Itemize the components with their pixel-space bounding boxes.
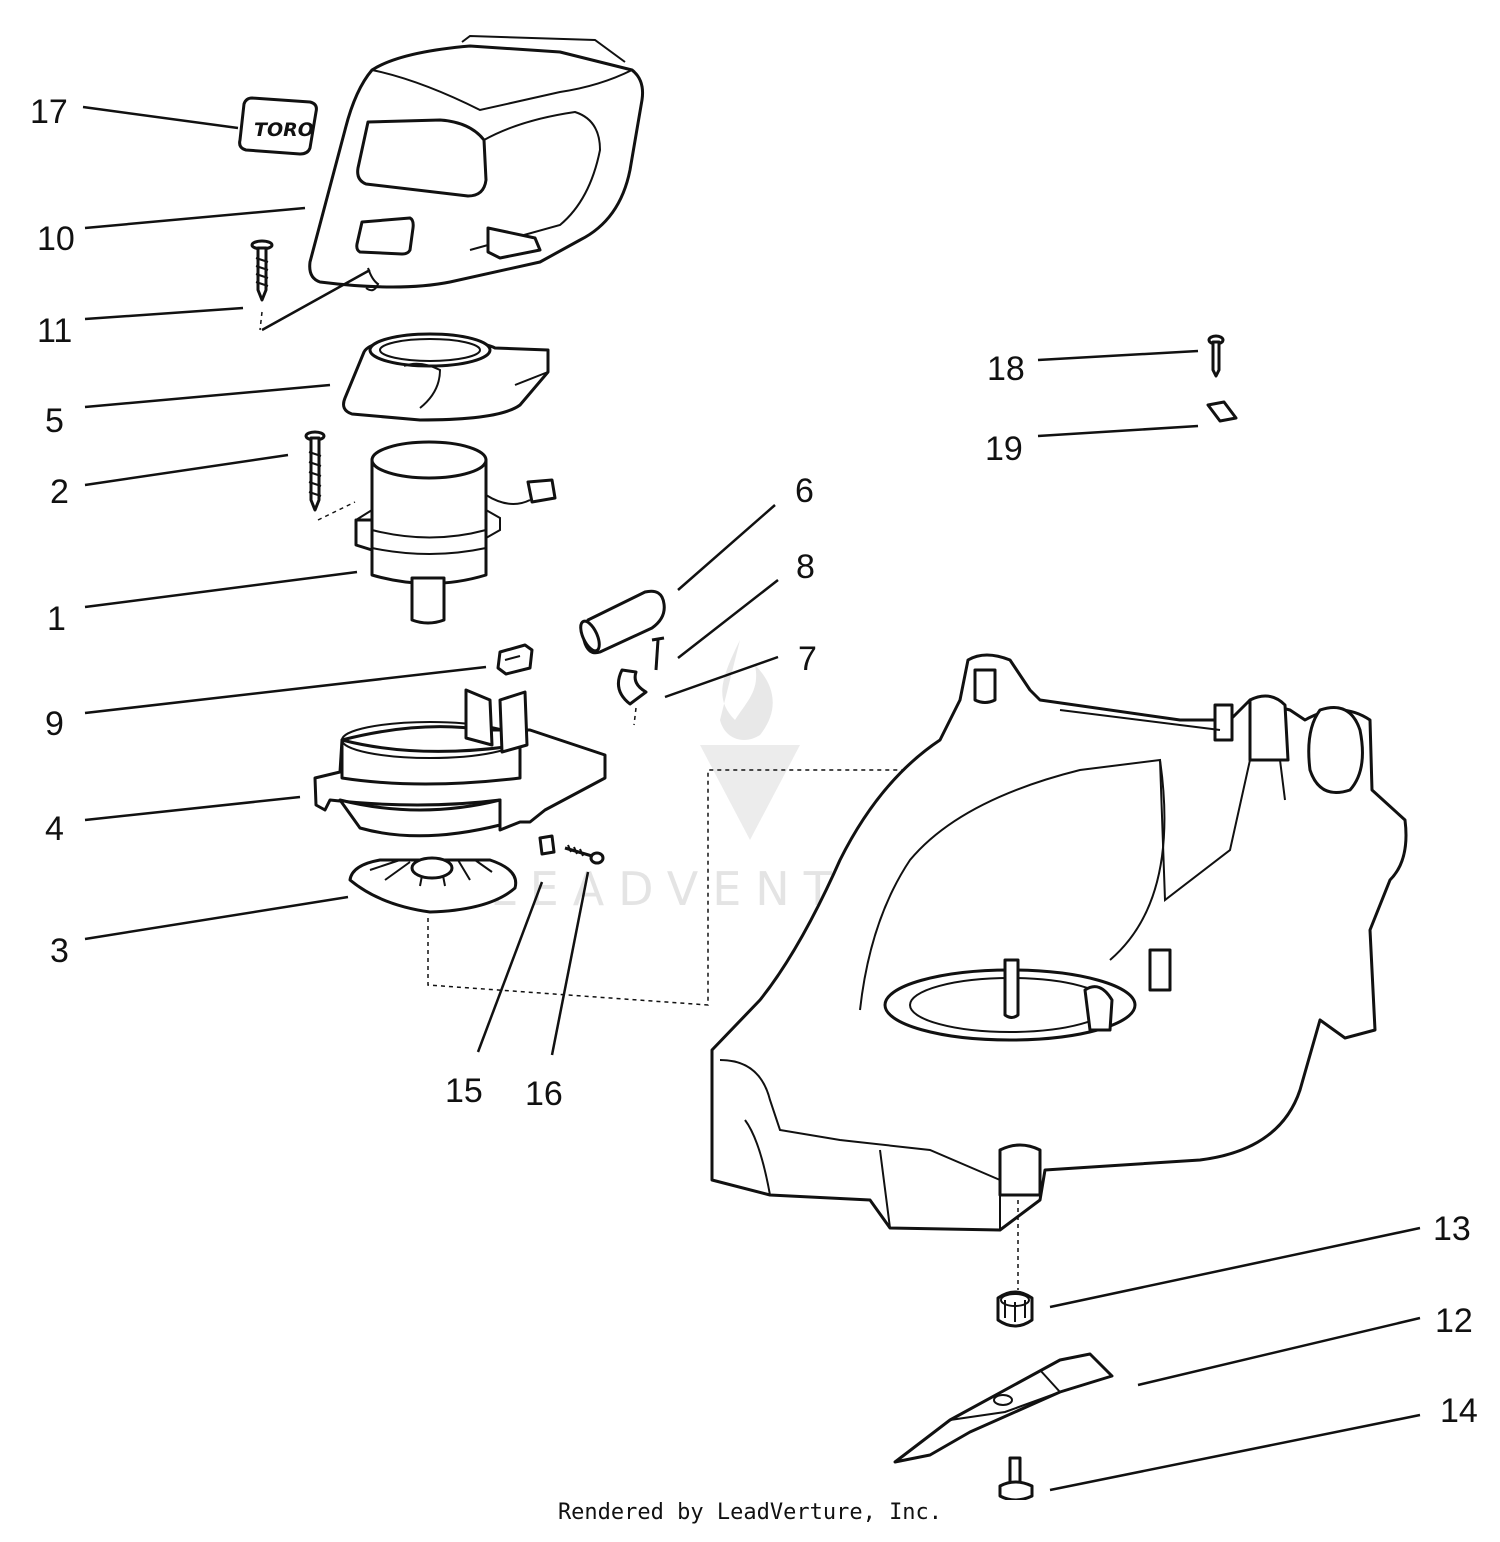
part-motor-cover	[342, 332, 550, 422]
part-blade	[893, 1352, 1114, 1464]
render-credit: Rendered by LeadVerture, Inc.	[557, 1500, 943, 1525]
part-fan	[348, 856, 518, 914]
callout-16: 16	[525, 1075, 563, 1113]
part-motor-screw	[304, 430, 356, 521]
callout-labels: 17 10 11 5 2 1 9 4 3 15 16 6 8 7 18 19 1…	[30, 93, 1478, 1430]
callout-3: 3	[50, 932, 69, 970]
part-capacitor	[579, 589, 666, 655]
callout-11: 11	[37, 312, 72, 350]
logo-badge-text: TORO	[254, 119, 314, 141]
leader-lines	[82, 105, 1421, 1492]
part-motor-hood	[308, 34, 644, 292]
part-blade-bolt	[998, 1456, 1034, 1500]
callout-5: 5	[45, 402, 64, 440]
exploded-parts-diagram: LEADVENTURE TORO	[30, 34, 1478, 1500]
part-pin	[651, 636, 665, 671]
part-washer-plate	[1206, 400, 1238, 423]
part-clamp	[616, 668, 648, 726]
callout-10: 10	[37, 220, 75, 258]
callout-6: 6	[795, 472, 814, 510]
callout-7: 7	[798, 640, 817, 678]
callout-8: 8	[796, 548, 815, 586]
callout-13: 13	[1433, 1210, 1471, 1248]
part-blade-adapter	[996, 1290, 1034, 1328]
callout-15: 15	[445, 1072, 483, 1110]
callout-2: 2	[50, 473, 69, 511]
part-mower-deck	[710, 653, 1408, 1290]
part-fan-housing	[313, 688, 607, 838]
callout-18: 18	[987, 350, 1025, 388]
part-logo-badge: TORO	[238, 96, 318, 156]
callout-4: 4	[45, 810, 64, 848]
callout-14: 14	[1440, 1392, 1478, 1430]
callout-9: 9	[45, 705, 64, 743]
part-deck-screw	[1207, 334, 1225, 378]
part-motor	[354, 440, 557, 625]
callout-17: 17	[30, 93, 68, 131]
part-hood-screw	[250, 239, 371, 332]
callout-1: 1	[47, 600, 66, 638]
part-cord-clip	[496, 643, 534, 676]
part-nut	[538, 834, 556, 856]
callout-19: 19	[985, 430, 1023, 468]
callout-12: 12	[1435, 1302, 1473, 1340]
part-small-screw	[564, 844, 605, 865]
